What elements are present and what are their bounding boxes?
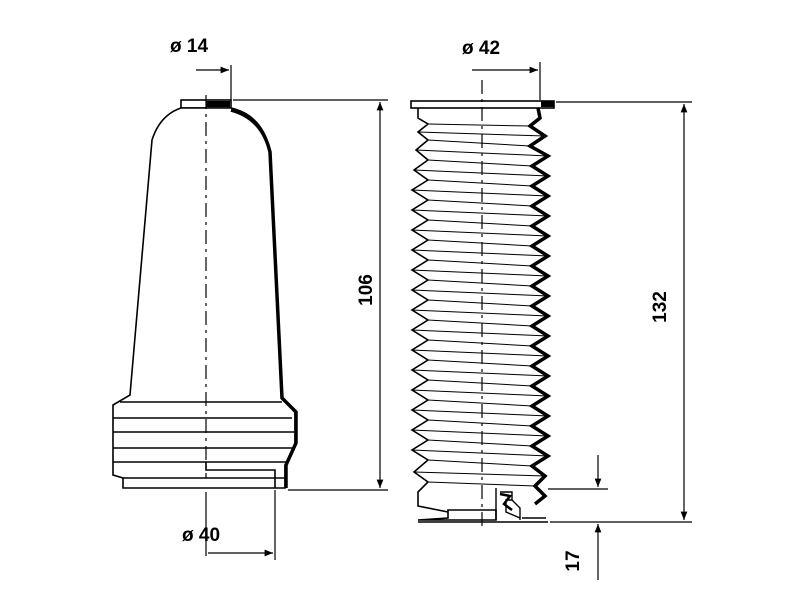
right-bellows-right-edge [526,107,552,506]
right-bellows [410,100,555,523]
right-bottom-offset-dimension [548,455,608,580]
left-boot [112,99,298,489]
right-diameter-dimension [472,62,541,100]
left-bottom-diameter-label: ø 40 [182,525,220,546]
left-top-diameter-label: ø 14 [170,36,208,57]
right-top-clamp [541,101,554,107]
right-height-label: 132 [650,291,671,323]
left-top-clamp [206,101,230,107]
right-bottom-offset-label: 17 [563,550,584,571]
left-boot-right-edge [230,108,298,488]
right-height-dimension [550,101,692,523]
right-bottom-fitting [495,488,546,520]
left-bottom-diameter-dimension [205,490,276,560]
right-fitting-hatch [499,492,513,511]
right-bottom-base [417,509,497,521]
left-height-label: 106 [356,274,377,306]
right-top-flange [410,100,555,109]
right-diameter-label: ø 42 [462,38,500,59]
left-top-diameter-dimension [196,65,232,100]
left-height-dimension [233,99,388,491]
right-bellows-left-edge [410,108,449,513]
left-boot-outline [112,107,296,489]
right-bellows-ribs [411,123,549,487]
